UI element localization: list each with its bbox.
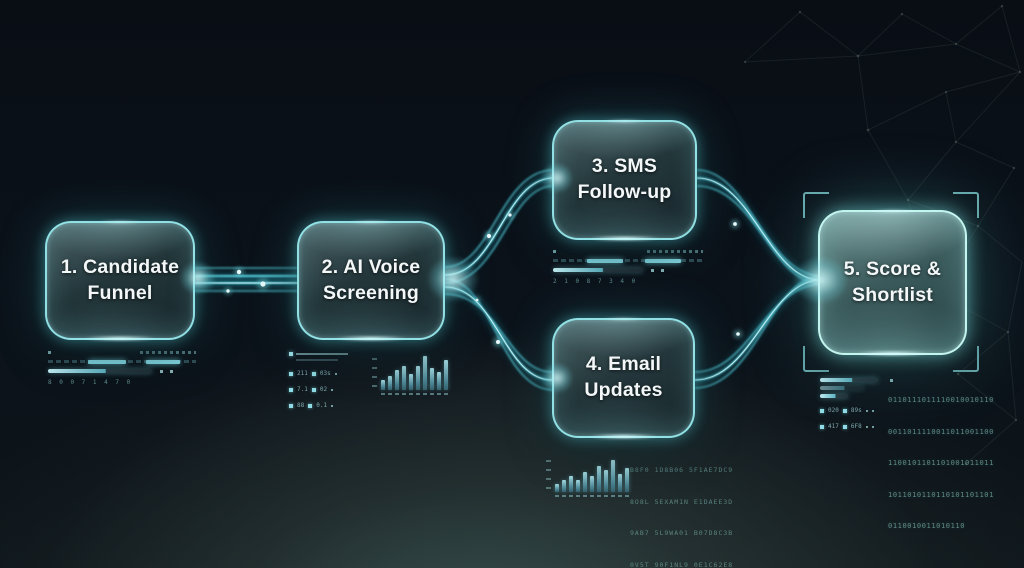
score-binary-block: 0110111011110010010110 00110111100110110… — [888, 396, 994, 530]
edge-glint — [90, 220, 150, 224]
panel-row: 020 89s — [820, 407, 900, 414]
edge-glint — [595, 317, 652, 321]
email-code-block: B8F0 1D8B06 5F1AE7DC9 8O8L 5EXAM1N E1DAE… — [630, 466, 734, 568]
readout-sms-follow-up: 2 1 0 8 7 3 4 0 — [553, 250, 703, 285]
readout-glyphs: 2 1 0 8 7 3 4 0 — [553, 278, 638, 285]
node-ai-voice-screening: 2. AI Voice Screening — [297, 220, 445, 341]
edge-glint — [863, 209, 922, 213]
chart-axis — [546, 460, 551, 494]
readout-progress — [553, 268, 683, 272]
focus-bracket-bottom-right — [953, 346, 979, 372]
focus-bracket-top-left — [803, 192, 829, 218]
focus-bracket-top-right — [953, 192, 979, 218]
email-bar-chart — [546, 452, 630, 497]
panel-voice-metrics: 211 03s 7.1 02 88 0.1 — [289, 352, 369, 409]
chart-axis — [372, 358, 377, 392]
edge-glint — [579, 434, 668, 439]
node-sms-follow-up: 3. SMS Follow-up — [552, 119, 697, 241]
node-email-updates: 4. Email Updates — [552, 317, 695, 439]
panel-row: 211 03s — [289, 370, 369, 377]
panel-row: 417 6F8 — [820, 423, 900, 430]
chart-bars — [381, 350, 448, 390]
panel-row: 88 0.1 — [289, 402, 369, 409]
readout-cluster — [140, 351, 196, 354]
readout-candidate-funnel: 8 0 0 7 1 4 7 0 — [48, 351, 196, 386]
edge-glint — [73, 336, 167, 341]
node-label: 3. SMS Follow-up — [577, 155, 672, 203]
node-label: 4. Email Updates — [584, 353, 663, 401]
chart-bars — [555, 452, 629, 492]
readout-dashes — [553, 258, 703, 263]
edge-glint — [596, 119, 653, 123]
readout-glyphs: 8 0 0 7 1 4 7 0 — [48, 379, 133, 386]
node-label: 1. Candidate Funnel — [60, 255, 180, 304]
focus-bracket-bottom-left — [803, 346, 829, 372]
readout-progress — [48, 369, 178, 373]
node-candidate-funnel: 1. Candidate Funnel — [45, 220, 195, 341]
voice-bar-chart — [372, 350, 448, 395]
chart-baseline — [555, 495, 630, 497]
edge-glint — [579, 236, 670, 241]
node-score-shortlist: 5. Score & Shortlist — [818, 209, 967, 356]
edge-glint — [846, 351, 939, 356]
readout-dot — [553, 250, 556, 253]
panel-row: 7.1 02 — [289, 386, 369, 393]
edge-glint — [342, 220, 400, 224]
readout-dashes — [48, 359, 196, 364]
panel-score-metrics: 020 89s 417 6F8 — [820, 378, 900, 430]
node-label: 2. AI Voice Screening — [321, 255, 421, 304]
edge-glint — [324, 336, 418, 341]
readout-cluster — [647, 250, 703, 253]
chart-baseline — [381, 393, 448, 395]
readout-dot — [48, 351, 51, 354]
node-label: 5. Score & Shortlist — [843, 257, 942, 306]
